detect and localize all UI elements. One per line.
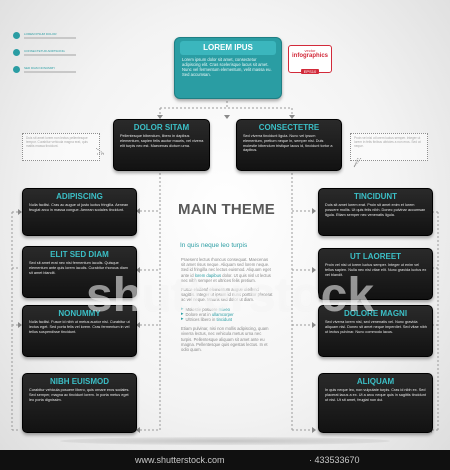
node-title: NIBH EUISMOD <box>49 377 110 386</box>
body-paragraph: Fusce eleifend elementum augue eleifend … <box>181 287 273 303</box>
body-paragraph: Praesent lectus rhoncus consequat. Maece… <box>181 257 271 283</box>
node-text: Sed sit amet erat nec nisi fermentum iac… <box>29 261 128 275</box>
bubble-text: Duis sit amet lorem non lectus pellentes… <box>26 136 88 148</box>
node-nonummy: NONUMMY Nulla facilisi. Fusce id nibh ut… <box>22 305 137 357</box>
node-adipiscing: ADIPISCING Nulla facilisi. Cras ac augue… <box>22 188 137 236</box>
node-title: NONUMMY <box>58 309 101 318</box>
node-consectetre: CONSECTETRE Sed viverra tincidunt ligula… <box>236 119 342 171</box>
badge-line1: vector <box>304 48 316 53</box>
node-title: ALIQUAM <box>356 377 395 386</box>
badge-line3: EPS10 <box>300 69 320 74</box>
bullet-item: ▸Molestie posuere mieeo <box>181 305 230 312</box>
node-tincidunt: TINCIDUNT Duis sit amet lorem erat. Proi… <box>318 188 433 236</box>
callout-bubble-right: Proin vel nisi ut lorem luctus semper. I… <box>350 133 428 161</box>
callout-bubble-left: Duis sit amet lorem non lectus pellentes… <box>22 133 100 161</box>
node-title: UT LAOREET <box>349 252 402 261</box>
node-text: Duis sit amet lorem erat. Proin sit amet… <box>325 203 426 217</box>
node-ut-laoreet: UT LAOREET Proin vel nisi ut lorem luctu… <box>318 248 433 300</box>
bullet-list: ▸Molestie posuere mieeo ▸Dolore erat in … <box>181 305 273 323</box>
arrow-right-icon: ▸ <box>181 305 184 312</box>
node-title: DOLOR SITAM <box>133 123 190 132</box>
node-nibh-euismod: NIBH EUISMOD Curabitur vehicula posuere … <box>22 373 137 433</box>
node-text: Sed viverra tincidunt ligula. Nunc vel i… <box>243 134 333 153</box>
badge-line2: infographics <box>291 53 328 59</box>
bullet-item: ▸Ultrices libero in tincidunt <box>181 316 233 323</box>
node-title: TINCIDUNT <box>353 192 398 201</box>
legend: LOREM IPSUM DOLOR CONSECTETUR ADIPISCING… <box>13 29 83 80</box>
main-theme-subtitle: In quis neque leo turpis <box>180 242 248 249</box>
node-title: DOLORE MAGNI <box>343 309 408 318</box>
node-text: Curabitur vehicula posuere libero, quis … <box>29 388 130 402</box>
main-theme-title: MAIN THEME <box>178 201 275 218</box>
footer-url[interactable]: www.shutterstock.com <box>135 455 225 465</box>
legend-dot-icon <box>13 32 20 39</box>
node-dolor-sitam: DOLOR SITAM Pellentesque bibendum, liber… <box>113 119 210 171</box>
footer-image-id: · 433533670 <box>309 455 360 465</box>
node-text: Nulla facilisi. Cras ac augue ut justo l… <box>29 203 129 212</box>
arrow-right-icon: ▸ <box>181 316 184 323</box>
bubble-tail-left <box>96 148 106 155</box>
floor-shadow <box>60 437 390 445</box>
top-node: LOREM IPUS Lorem ipsum dolor sit amet, c… <box>174 37 282 99</box>
node-text: Sed viverra lorem nisl, sed venenatis ve… <box>325 320 427 334</box>
bubble-text: Proin vel nisi ut lorem luctus semper. I… <box>354 136 421 148</box>
top-node-text: Lorem ipsum dolor sit amet, consectetur … <box>182 57 272 77</box>
vector-badge: vector infographics EPS10 <box>288 45 332 74</box>
legend-item: LOREM IPSUM DOLOR <box>13 29 83 42</box>
footer-bar: www.shutterstock.com · 433533670 <box>0 450 450 470</box>
legend-label: SED DIAM NONUMMY <box>24 66 56 70</box>
node-text: In quis neque leo, non vulputate turpis.… <box>325 388 426 402</box>
node-aliquam: ALIQUAM In quis neque leo, non vulputate… <box>318 373 433 433</box>
bullet-item: ▸Dolore erat in ullamcorper <box>181 310 234 317</box>
node-text: Pellentesque bibendum, libero in dapibus… <box>120 134 204 148</box>
node-text: Nulla facilisi. Fusce id nibh ut metus a… <box>29 320 130 334</box>
legend-label: CONSECTETUR ADIPISCING <box>24 49 65 53</box>
legend-item: CONSECTETUR ADIPISCING <box>13 46 83 59</box>
node-text: Proin vel nisi ut lorem luctus semper. I… <box>325 263 427 277</box>
body-paragraph: Etiam pulvinar, nisi non mollis adipisci… <box>181 326 269 353</box>
watermark: shutterstock <box>85 269 375 322</box>
legend-item: SED DIAM NONUMMY <box>13 63 83 76</box>
legend-label: LOREM IPSUM DOLOR <box>24 32 57 36</box>
node-title: ELIT SED DIAM <box>50 250 109 259</box>
legend-dot-icon <box>13 66 20 73</box>
body-highlight: lorem dapibus <box>194 272 222 278</box>
legend-dot-icon <box>13 49 20 56</box>
top-node-title: LOREM IPUS <box>180 41 276 55</box>
node-elit-sed-diam: ELIT SED DIAM Sed sit amet erat nec nisi… <box>22 246 137 298</box>
bubble-tail-right <box>353 158 362 168</box>
node-dolore-magni: DOLORE MAGNI Sed viverra lorem nisl, sed… <box>318 305 433 357</box>
node-title: ADIPISCING <box>56 192 103 201</box>
node-title: CONSECTETRE <box>258 123 320 132</box>
arrow-right-icon: ▸ <box>181 310 184 317</box>
main-theme-body: Praesent lectus rhoncus consequat. Maece… <box>181 257 273 356</box>
